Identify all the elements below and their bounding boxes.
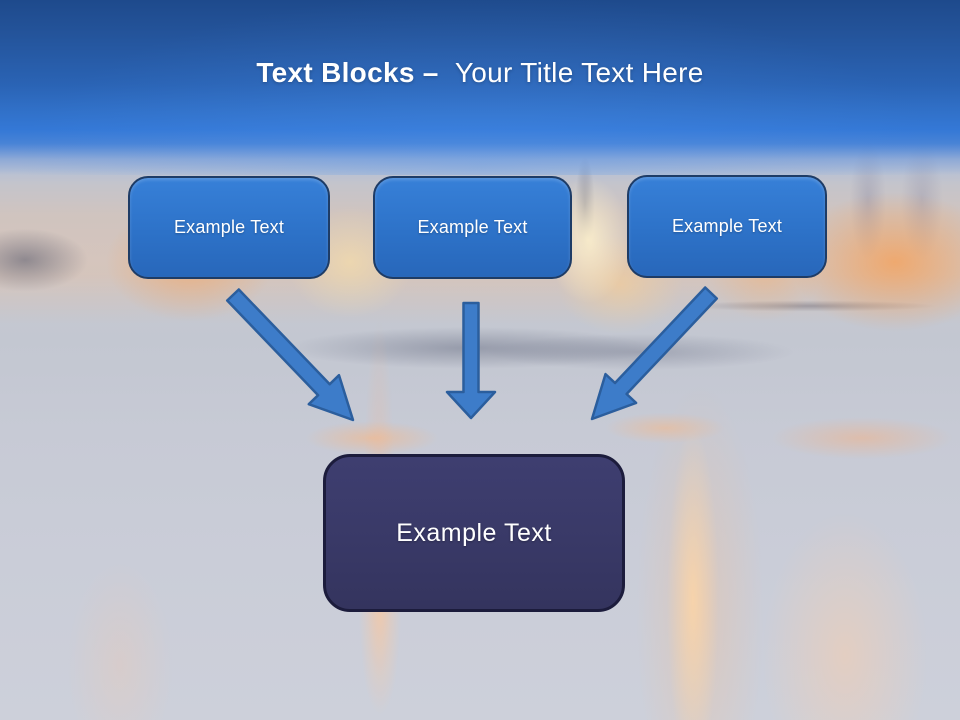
text-block-top-1: Example Text xyxy=(128,176,330,279)
text-block-top-3-label: Example Text xyxy=(671,216,783,236)
text-block-top-1-label: Example Text xyxy=(173,217,285,237)
title-bold-text: Text Blocks – xyxy=(256,57,439,88)
text-block-top-3: Example Text xyxy=(627,175,827,278)
title-regular-text xyxy=(447,57,455,88)
slide-title: Text Blocks – Your Title Text Here xyxy=(0,57,960,89)
title-regular-text: Your Title Text Here xyxy=(454,57,704,88)
text-block-center-label: Example Text xyxy=(396,518,552,547)
title-banner xyxy=(0,0,960,175)
text-block-top-2-label: Example Text xyxy=(417,217,528,237)
text-block-top-2: Example Text xyxy=(373,176,572,279)
text-block-center: Example Text xyxy=(323,454,625,612)
